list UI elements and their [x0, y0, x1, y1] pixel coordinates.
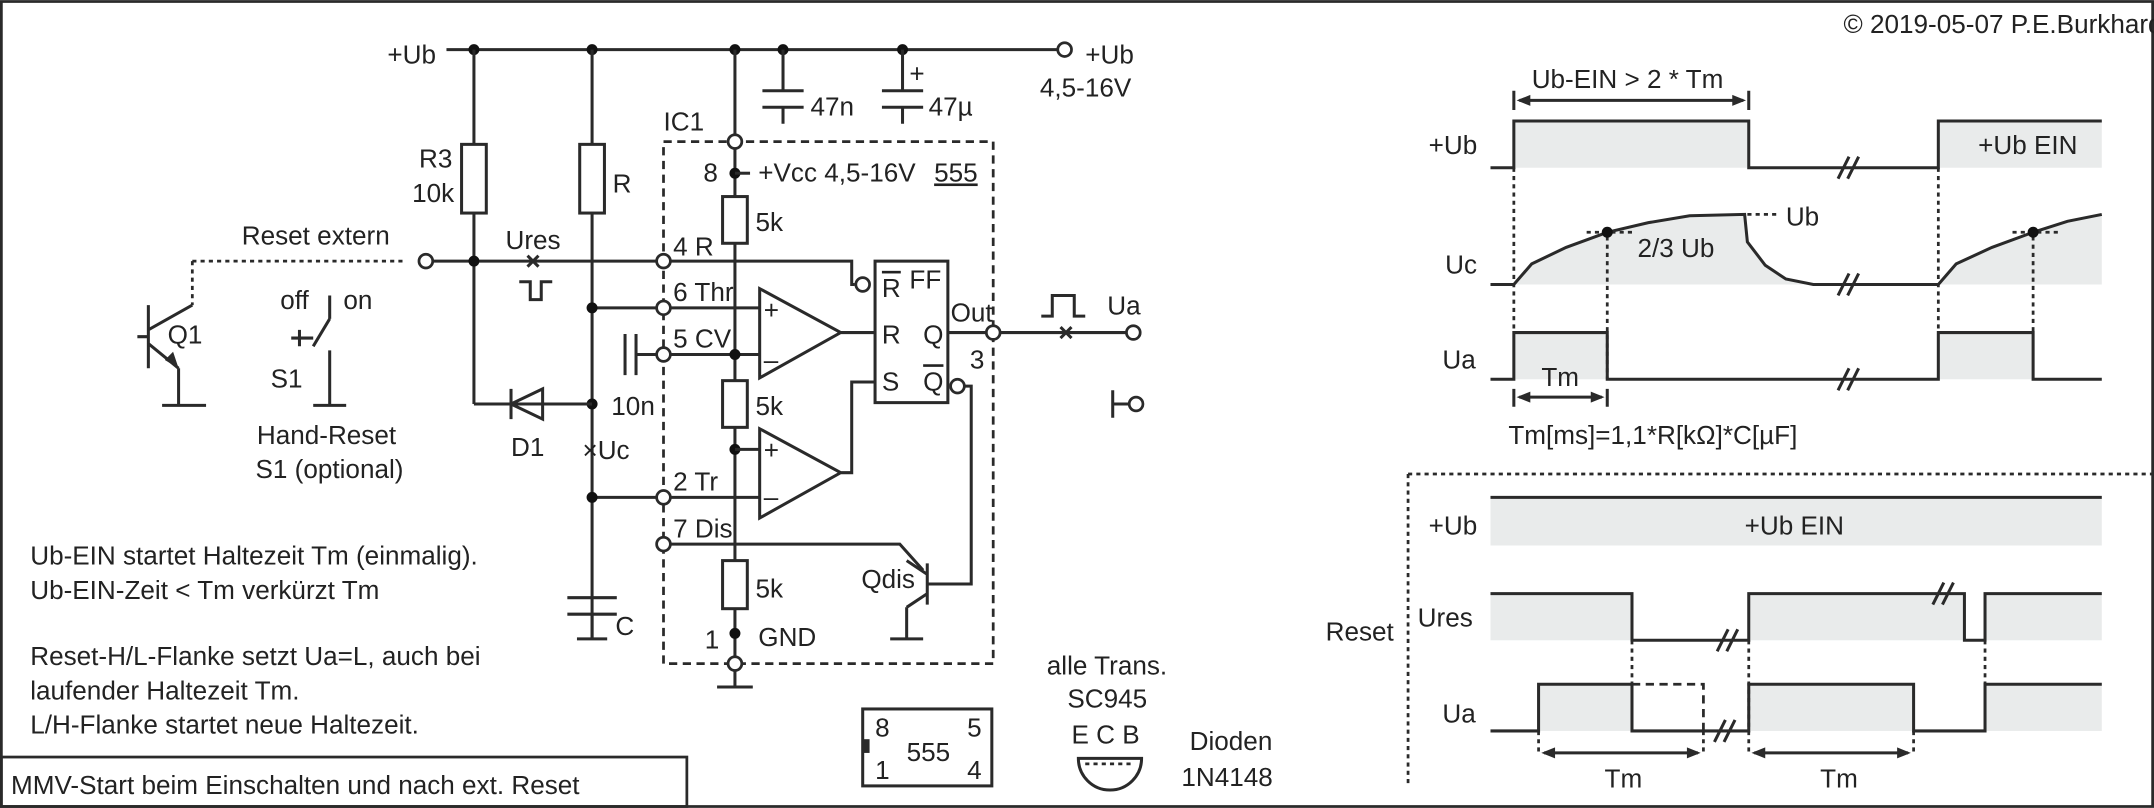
- timing-top-uc-label: Uc: [1445, 249, 1477, 279]
- schematic-r-label: R: [613, 168, 632, 198]
- schematic-trans2-label: SC945: [1067, 684, 1147, 714]
- timing-top-two-thirds-label: 2/3 Ub: [1637, 233, 1714, 263]
- schematic-off-label: off: [280, 285, 309, 315]
- schematic-uc-label: ×Uc: [582, 435, 629, 465]
- schematic-dioden-label: Dioden: [1190, 726, 1273, 756]
- schematic-pin4-label: 4 R: [673, 232, 714, 262]
- timing-bottom-ua-label: Ua: [1442, 699, 1476, 729]
- schematic-vcc-label: +Vcc 4,5-16V: [758, 157, 916, 187]
- timing-top-tm-label: Tm: [1541, 362, 1579, 392]
- schematic-pkg-8-label: 8: [875, 712, 890, 742]
- schematic-pkg-1-label: 1: [875, 755, 890, 785]
- schematic: +Ub +Ub 4,5-16V 47n + 47µ R3 10k R IC1 8…: [137, 39, 1273, 792]
- schematic-pin1-label: 1: [705, 625, 720, 655]
- timing-top-formula-label: Tm[ms]=1,1*R[kΩ]*C[µF]: [1508, 420, 1797, 450]
- schematic-ua-label: Ua: [1107, 291, 1141, 321]
- schematic-out-label: Out: [951, 298, 994, 328]
- schematic-ub-range-label: 4,5-16V: [1040, 72, 1132, 102]
- schematic-ff-label: FF: [909, 265, 941, 295]
- copyright: © 2019-05-07 P.E.Burkhardt 555-trig11: [1844, 9, 2154, 39]
- schematic-hand-reset-label: Hand-Reset: [257, 420, 397, 450]
- timing-top-ub-ein-label: +Ub EIN: [1978, 130, 2077, 160]
- schematic-ub-right-label: +Ub: [1085, 39, 1134, 69]
- svg-text:–: –: [764, 344, 779, 374]
- timing-bottom: +Ub +Ub EIN Reset Ures Ua Tm Tm: [1326, 472, 2154, 793]
- schematic-c47n-label: 47n: [810, 92, 854, 122]
- schematic-pin2-label: 2 Tr: [673, 467, 718, 497]
- svg-text:+: +: [764, 435, 779, 465]
- schematic-ff-q-label: Q: [923, 320, 943, 350]
- schematic-c47u-label: 47µ: [929, 92, 973, 122]
- schematic-gnd-label: GND: [758, 622, 816, 652]
- timing-top-ub-label: +Ub: [1429, 130, 1478, 160]
- schematic-pkg-4-label: 4: [967, 755, 982, 785]
- schematic-s1-label: S1: [271, 364, 303, 394]
- caption: MMV-Start beim Einschalten und nach ext.…: [11, 770, 580, 800]
- schematic-pin5-label: 5 CV: [673, 324, 732, 354]
- notes-4-label: L/H-Flanke startet neue Haltezeit.: [30, 710, 419, 740]
- schematic-ic1-label: IC1: [664, 107, 705, 137]
- schematic-ff-rbar-label: R: [882, 273, 901, 303]
- schematic-r5k-1-label: 5k: [756, 207, 785, 237]
- schematic-ff-r-label: R: [882, 320, 901, 350]
- schematic-r3-val-label: 10k: [412, 178, 455, 208]
- svg-text:+: +: [764, 295, 779, 325]
- svg-text:–: –: [764, 482, 779, 512]
- schematic-pin3-label: 3: [970, 344, 985, 374]
- schematic-on-label: on: [343, 285, 372, 315]
- schematic-ures-label: Ures: [506, 225, 561, 255]
- notes-3-label: laufender Haltezeit Tm.: [30, 675, 299, 705]
- schematic-ff-qbar-label: Q: [923, 366, 943, 396]
- schematic-pkg-5-label: 5: [967, 712, 982, 742]
- notes: Ub-EIN startet Haltezeit Tm (einmalig). …: [30, 541, 480, 740]
- ic1-box: [662, 140, 995, 666]
- schematic-dtype-label: 1N4148: [1181, 762, 1272, 792]
- schematic-c10n-label: 10n: [611, 391, 655, 421]
- schematic-r5k-3-label: 5k: [756, 574, 785, 604]
- schematic-ff-s-label: S: [882, 366, 899, 396]
- schematic-pin6-label: 6 Thr: [673, 277, 734, 307]
- schematic-qdis-label: Qdis: [861, 564, 915, 594]
- notes-1-label: Ub-EIN-Zeit < Tm verkürzt Tm: [30, 575, 379, 605]
- schematic-ub-left-label: +Ub: [387, 39, 436, 69]
- schematic-chip-label: 555: [934, 157, 978, 187]
- schematic-d1-label: D1: [511, 432, 544, 462]
- schematic-reset-extern-label: Reset extern: [242, 221, 390, 251]
- schematic-pin7-label: 7 Dis: [673, 513, 732, 543]
- notes-2-label: Reset-H/L-Flanke setzt Ua=L, auch bei: [30, 641, 480, 671]
- timing-bottom-tm1-label: Tm: [1605, 763, 1643, 793]
- schematic-ecb-label: E C B: [1072, 719, 1140, 749]
- timing-top-span-label: Ub-EIN > 2 * Tm: [1532, 64, 1724, 94]
- schematic-plus-label: +: [909, 59, 924, 89]
- timing-top: Ub-EIN > 2 * Tm +Ub +Ub EIN Uc Ub 2/3 Ub…: [1429, 64, 2103, 450]
- schematic-r5k-2-label: 5k: [756, 391, 785, 421]
- schematic-trans1-label: alle Trans.: [1047, 651, 1167, 681]
- schematic-pkg-555-label: 555: [907, 737, 951, 767]
- timing-top-ua-label: Ua: [1442, 344, 1476, 374]
- notes-0-label: Ub-EIN startet Haltezeit Tm (einmalig).: [30, 541, 478, 571]
- schematic-q1-label: Q1: [168, 320, 203, 350]
- timing-bottom-reset-label: Reset: [1326, 616, 1395, 646]
- schematic-r3-label: R3: [419, 144, 452, 174]
- schematic-s1-opt-label: S1 (optional): [256, 454, 404, 484]
- timing-bottom-ub-label: +Ub: [1429, 511, 1478, 541]
- schematic-c-label: C: [615, 611, 634, 641]
- schematic-pin8-label: 8: [703, 157, 718, 187]
- timing-bottom-ub-ein-label: +Ub EIN: [1745, 511, 1844, 541]
- timing-bottom-ures-label: Ures: [1418, 603, 1473, 633]
- timing-bottom-tm2-label: Tm: [1820, 763, 1858, 793]
- timing-top-ub-level-label: Ub: [1786, 201, 1819, 231]
